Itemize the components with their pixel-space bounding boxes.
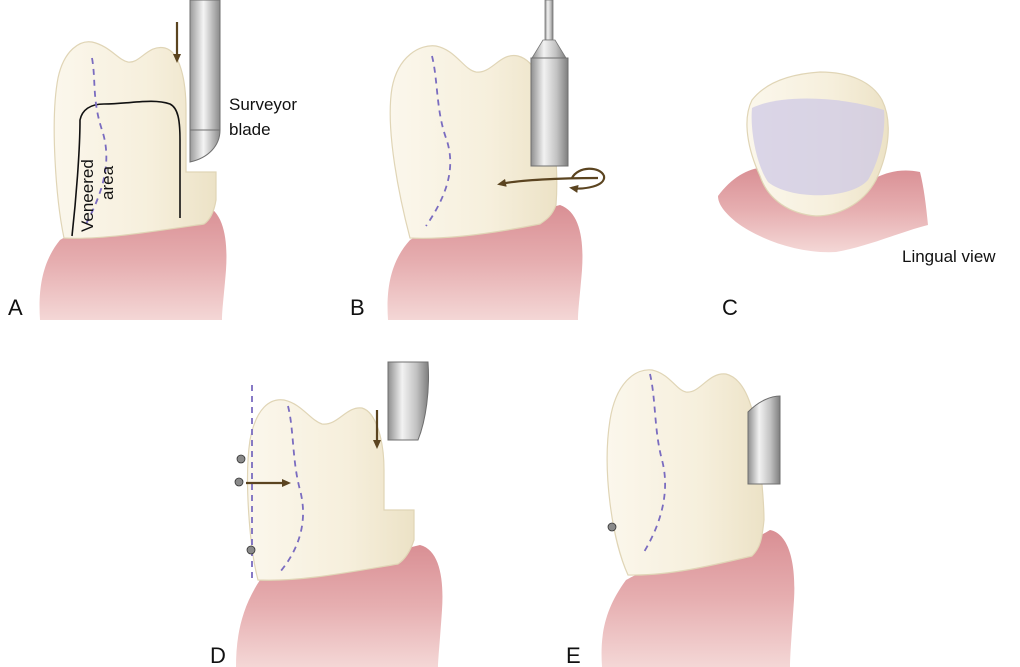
cutting-instrument bbox=[531, 58, 568, 166]
panel-c: Lingual view C bbox=[718, 72, 996, 320]
panel-e: E bbox=[566, 370, 794, 667]
contact-dot bbox=[235, 478, 243, 486]
panel-letter-d: D bbox=[210, 643, 226, 667]
contact-dot bbox=[608, 523, 616, 531]
panel-letter-c: C bbox=[722, 295, 738, 320]
surveyor-blade-shaft bbox=[190, 0, 220, 130]
shoulder-instrument bbox=[748, 396, 780, 484]
lingual-view-label: Lingual view bbox=[902, 247, 996, 266]
panel-d: D bbox=[210, 362, 442, 667]
shoulder-instrument bbox=[388, 362, 429, 440]
surveyor-label-line1: Surveyor bbox=[229, 95, 297, 114]
veneered-label-line1: Veneered bbox=[78, 159, 97, 232]
panel-letter-a: A bbox=[8, 295, 23, 320]
surveyor-blade-tip bbox=[190, 130, 220, 162]
veneered-label-line2: area bbox=[98, 165, 117, 200]
contact-dot bbox=[237, 455, 245, 463]
surveyor-label-line2: blade bbox=[229, 120, 271, 139]
contact-dot bbox=[247, 546, 255, 554]
instrument-collar bbox=[532, 40, 566, 58]
lingual-reduction-area bbox=[752, 98, 885, 195]
panel-letter-b: B bbox=[350, 295, 365, 320]
instrument-shaft bbox=[545, 0, 553, 40]
tooth-crown bbox=[607, 370, 764, 575]
panel-letter-e: E bbox=[566, 643, 581, 667]
panel-b: B bbox=[350, 0, 604, 320]
panel-a: Surveyor blade Veneered area A bbox=[8, 0, 297, 320]
